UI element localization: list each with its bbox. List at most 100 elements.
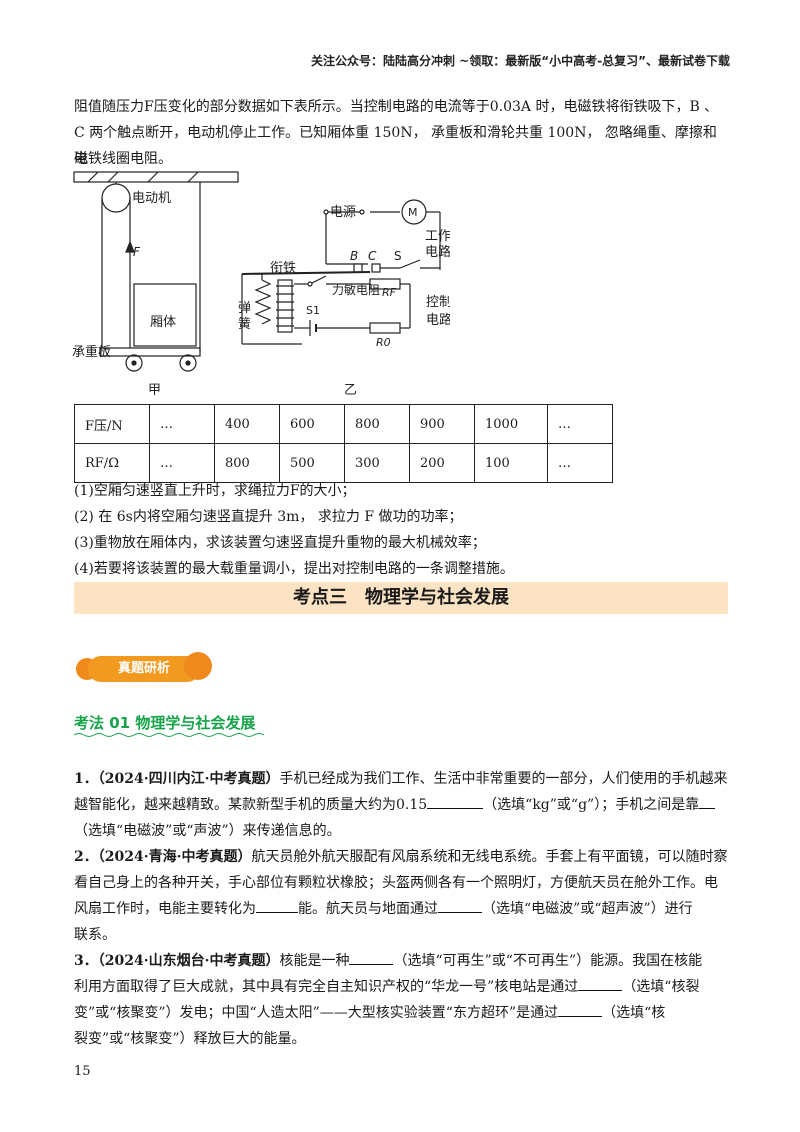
apparatus-figure: 电动机 F 厢体 承重板 甲 — [72, 171, 450, 398]
force-resistance-table: F压/N … 400 600 800 900 1000 … RF/Ω … 800… — [74, 404, 613, 483]
table-row: F压/N … 400 600 800 900 1000 … — [74, 404, 613, 444]
answer-blank[interactable] — [427, 794, 484, 809]
table-cell: … — [547, 404, 613, 444]
answer-blank[interactable] — [699, 794, 716, 809]
answer-blank[interactable] — [578, 976, 623, 991]
q2-line-2: 看自己身上的各种开关，手心部位有颗粒状橡胶；头盔两侧各有一个照明灯，方便航天员在… — [74, 875, 718, 891]
intro-line-1: 阻值随压力F压变化的部分数据如下表所示。当控制电路的电流等于0.03A 时，电磁… — [74, 99, 719, 115]
intro-line-2: C 两个触点断开，电动机停止工作。已知厢体重 150N， 承重板和滑轮共重 10… — [74, 125, 717, 167]
table-cell: 200 — [409, 443, 475, 483]
table-cell: 100 — [474, 443, 548, 483]
diagram-yi — [241, 199, 441, 345]
table-cell: … — [149, 443, 215, 483]
table-cell: … — [149, 404, 215, 444]
motor-label: 电动机 — [132, 191, 171, 206]
table-cell: F压/N — [74, 404, 150, 444]
answer-blank[interactable] — [256, 898, 298, 913]
load-plate — [99, 347, 201, 357]
q2-text: 风扇工作时，电能主要转化为 — [74, 901, 256, 917]
q1-number: 1． — [74, 771, 98, 787]
spring-label-1: 弹 — [238, 301, 251, 316]
q3-line-3: 变”或“核聚变”）发电；中国“人造太阳”——大型核实验装置“东方超环”是通过 （选… — [74, 1000, 730, 1026]
ceiling-beam — [73, 171, 239, 183]
intro-line-3: 磁铁线圈电阻。 — [74, 151, 172, 167]
table-cell: 600 — [279, 404, 345, 444]
q2-text: （选填“电磁波”或“超声波”）进行 — [482, 901, 693, 917]
table-cell: 400 — [214, 404, 280, 444]
q3-text: 核能是一种 — [279, 953, 350, 969]
answer-blank[interactable] — [438, 898, 482, 913]
contact-b: B — [350, 249, 358, 263]
answer-blank[interactable] — [558, 1002, 603, 1017]
q2-text: 航天员舱外航天服配有风扇系统和无线电系统。手套上有平面镜，可以随时察 — [251, 849, 728, 865]
control-label-2: 电路 — [426, 312, 450, 328]
q3-source: （2024·山东烟台·中考真题） — [97, 953, 280, 969]
pulley — [101, 183, 131, 213]
answer-blank[interactable] — [349, 950, 394, 965]
q1-text: 越智能化，越来越精致。某款新型手机的质量大约为0.15 — [74, 797, 428, 813]
question-1: (1)空厢匀速竖直上升时，求绳拉力F的大小； — [74, 483, 356, 499]
power-label: 电源 — [330, 205, 356, 220]
box-label: 厢体 — [150, 315, 176, 330]
plate-label: 承重板 — [72, 344, 111, 360]
spring-label-2: 簧 — [238, 316, 251, 332]
work-label-1: 工作 — [425, 229, 450, 244]
table-row: RF/Ω … 800 500 300 200 100 … — [74, 443, 613, 483]
method-title: 考法 01 物理学与社会发展 — [74, 714, 256, 732]
caption-jia: 甲 — [148, 383, 161, 398]
q2-line-3: 风扇工作时，电能主要转化为 能。航天员与地面通过 （选填“电磁波”或“超声波”）进行 — [74, 896, 730, 922]
r0-label: R0 — [376, 336, 391, 349]
work-label-2: 电路 — [425, 244, 450, 260]
q2-text: 能。航天员与地面通过 — [298, 901, 438, 917]
s1-label: S1 — [306, 304, 320, 317]
badge-label: 真题研析 — [88, 656, 200, 682]
diagram-jia — [73, 171, 239, 372]
q3-line-2: 利用方面取得了巨大成就，其中具有完全自主知识产权的“华龙一号”核电站是通过 （选填… — [74, 974, 730, 1000]
force-label: F — [133, 245, 141, 259]
motor-m: M — [408, 206, 418, 219]
contact-c: C — [368, 249, 377, 263]
wavy-underline — [74, 733, 264, 737]
q3-text: 利用方面取得了巨大成就，其中具有完全自主知识产权的“华龙一号”核电站是通过 — [74, 979, 579, 995]
cabin-box — [133, 283, 197, 347]
table-cell: 800 — [344, 404, 410, 444]
q3-text: （选填“核裂 — [622, 979, 700, 995]
armature-bar — [241, 271, 371, 275]
force-arrow — [125, 240, 135, 253]
sensor-label: 力敏电阻 — [332, 282, 380, 297]
q1-line-2: 越智能化，越来越精致。某款新型手机的质量大约为0.15 （选填“kg”或“g”）；… — [74, 792, 730, 818]
question-2: (2) 在 6s内将空厢匀速竖直提升 3m， 求拉力 F 做功的功率； — [74, 509, 463, 525]
table-cell: 900 — [409, 404, 475, 444]
control-label-1: 控制 — [426, 295, 450, 310]
table-cell: 300 — [344, 443, 410, 483]
q2-line-1: 2．（2024·青海·中考真题）航天员舱外航天服配有风扇系统和无线电系统。手套上… — [74, 844, 730, 870]
q3-number: 3． — [74, 953, 98, 969]
question-4: (4)若要将该装置的最大载重量调小，提出对控制电路的一条调整措施。 — [74, 561, 514, 577]
armature-label: 衔铁 — [270, 261, 296, 276]
page-header: 关注公众号：陆陆高分冲刺 ~领取：最新版“小中高考-总复习”、最新试卷下载 — [311, 54, 730, 68]
caption-yi: 乙 — [344, 383, 357, 398]
rf-label: RF — [382, 286, 397, 299]
q2-line-4: 联系。 — [74, 927, 116, 943]
badge-real-exam: 真题研析 — [76, 648, 212, 688]
q3-line-4: 裂变”或“核聚变”）释放巨大的能量。 — [74, 1031, 306, 1047]
orange-icon — [184, 652, 212, 680]
table-cell: … — [547, 443, 613, 483]
q2-number: 2． — [74, 849, 98, 865]
page-number: 15 — [74, 1064, 91, 1079]
table-cell: 1000 — [474, 404, 548, 444]
table-cell: 500 — [279, 443, 345, 483]
fixed-resistor — [369, 322, 401, 334]
table-cell: 800 — [214, 443, 280, 483]
q1-source: （2024·四川内江·中考真题） — [97, 771, 280, 787]
section-title-banner: 考点三 物理学与社会发展 — [74, 582, 728, 614]
q2-source: （2024·青海·中考真题） — [97, 849, 252, 865]
table-cell: RF/Ω — [74, 443, 150, 483]
question-3: (3)重物放在厢体内，求该装置匀速竖直提升重物的最大机械效率； — [74, 535, 486, 551]
q3-text: 变”或“核聚变”）发电；中国“人造太阳”——大型核实验装置“东方超环”是通过 — [74, 1005, 559, 1021]
q3-line-1: 3．（2024·山东烟台·中考真题）核能是一种 （选填“可再生”或“不可再生”）能… — [74, 948, 730, 974]
switch-s: S — [394, 249, 402, 263]
q3-text: （选填“核 — [602, 1005, 666, 1021]
q1-text: （选填“kg”或“g”）；手机之间是靠 — [483, 797, 700, 813]
q3-text: （选填“可再生”或“不可再生”）能源。我国在核能 — [393, 953, 703, 969]
